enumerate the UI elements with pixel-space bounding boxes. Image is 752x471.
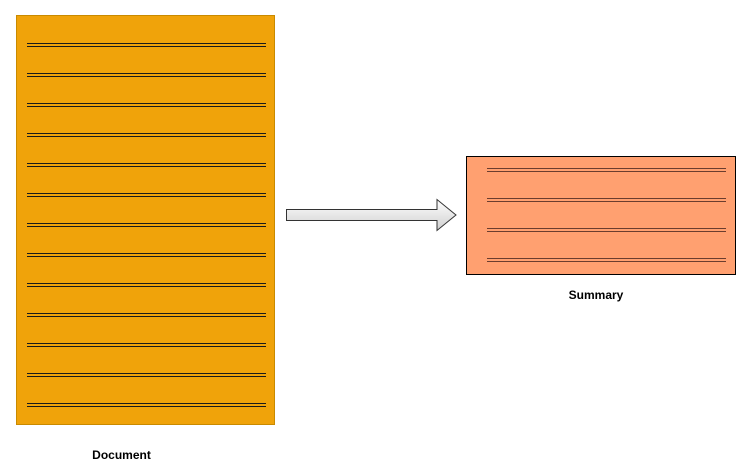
summary-label: Summary xyxy=(568,288,624,302)
document-text-line xyxy=(27,193,266,197)
document-text-line xyxy=(27,103,266,107)
document-text-line xyxy=(27,253,266,257)
document-label: Document xyxy=(92,448,151,462)
summary-shape xyxy=(466,156,736,275)
document-text-line xyxy=(27,403,266,407)
document-text-line xyxy=(27,73,266,77)
document-text-line xyxy=(27,313,266,317)
summary-text-line xyxy=(487,228,726,232)
document-text-line xyxy=(27,373,266,377)
document-text-line xyxy=(27,43,266,47)
document-text-line xyxy=(27,133,266,137)
summary-text-line xyxy=(487,258,726,262)
summary-text-line xyxy=(487,198,726,202)
transform-arrow xyxy=(286,198,457,232)
document-text-line xyxy=(27,283,266,287)
document-text-line xyxy=(27,163,266,167)
summary-text-line xyxy=(487,168,726,172)
document-shape xyxy=(16,15,275,425)
document-text-line xyxy=(27,343,266,347)
document-text-line xyxy=(27,223,266,227)
